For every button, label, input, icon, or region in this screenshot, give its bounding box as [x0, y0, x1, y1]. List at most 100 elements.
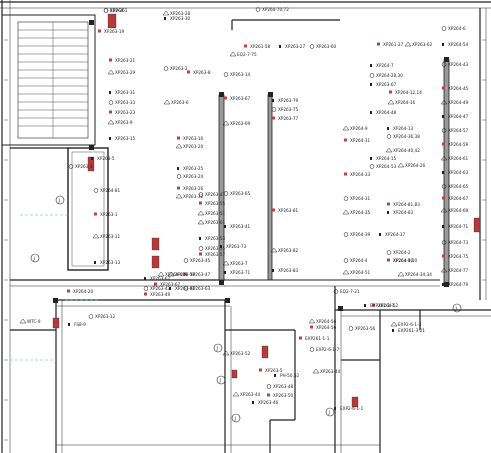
device-label: XP264-77	[448, 268, 469, 273]
junction-box-symbol	[177, 186, 180, 190]
receptacle-symbol	[198, 246, 204, 251]
switch-symbol	[370, 111, 372, 114]
data-outlet-symbol	[440, 99, 448, 105]
device-label: XP263-33	[115, 100, 136, 105]
data-outlet-symbol	[342, 125, 350, 131]
switch-symbol	[91, 157, 93, 160]
junction-box-symbol	[177, 136, 180, 140]
device-label: XP263-21	[115, 58, 136, 63]
junction-box-symbol	[67, 289, 70, 293]
callout-circle	[325, 407, 335, 417]
device-label: XP263-55	[205, 246, 226, 251]
device-label: XP263-44	[320, 369, 341, 374]
junction-box-symbol	[310, 325, 313, 329]
device-label: EXP261-1-1	[305, 336, 330, 341]
device-label: XP263-61	[205, 220, 226, 225]
device-label: XP263-51	[205, 211, 226, 216]
data-outlet-symbol	[232, 391, 240, 397]
receptacle-symbol	[441, 240, 447, 245]
callout-circle	[231, 413, 241, 423]
callout-circle	[213, 343, 223, 353]
device-label: XP261-27	[383, 42, 404, 47]
device-label: XP264-63	[448, 170, 469, 175]
device-label: XP263-47	[190, 272, 211, 277]
device-label: XP263-57	[205, 252, 226, 257]
device-label: XP264-47	[448, 114, 469, 119]
junction-box-symbol	[377, 42, 380, 46]
data-outlet-symbol	[308, 318, 316, 324]
device-label: XP264-45	[448, 86, 469, 91]
callout-label: J	[234, 416, 236, 422]
switch-symbol	[379, 233, 381, 236]
device-label: XP263-71	[230, 270, 251, 275]
device-label: EXP2-6-1-3	[398, 322, 422, 327]
junction-box-symbol	[184, 272, 187, 276]
switch-symbol	[392, 329, 394, 332]
data-outlet-symbol	[167, 271, 175, 277]
device-label: XP263-43	[150, 286, 171, 291]
switch-symbol	[144, 277, 146, 280]
device-label: XP263-49	[150, 292, 171, 297]
switch-symbol	[177, 167, 179, 170]
junction-box-symbol	[98, 29, 101, 33]
device-label: XP264-43	[448, 62, 469, 67]
data-outlet-symbol	[440, 267, 448, 273]
device-label: XP264-8,10	[393, 258, 418, 263]
data-outlet-symbol	[162, 10, 170, 16]
switch-symbol	[109, 91, 111, 94]
junction-box-symbol	[244, 44, 247, 48]
switch-symbol	[220, 245, 222, 248]
device-label: XP263-6	[171, 100, 189, 105]
junction-box-symbol	[154, 282, 157, 286]
data-outlet-symbol	[19, 318, 27, 324]
data-outlet-symbol	[157, 271, 165, 277]
receptacle-symbol	[369, 164, 375, 169]
switch-symbol	[224, 225, 226, 228]
wall-hatching	[4, 39, 486, 441]
device-label: XP264-56	[316, 325, 337, 330]
device-label: XP263-47	[205, 192, 226, 197]
device-label: XP263-15	[115, 136, 136, 141]
device-label: XP261-58	[250, 44, 271, 49]
data-outlet-symbol	[222, 350, 230, 356]
device-label: XP263-19	[104, 29, 125, 34]
device-label: XP263-12	[95, 314, 116, 319]
receptacle-symbol	[441, 62, 447, 67]
callout-circle	[55, 195, 65, 205]
device-label: XP263-5	[265, 368, 283, 373]
receptacle-symbol	[68, 164, 74, 169]
junction-box-symbol	[442, 196, 445, 200]
device-label: XP264-28,30	[376, 73, 403, 78]
device-label: XP263-79	[278, 98, 299, 103]
device-label: XP263-16	[183, 136, 204, 141]
callout-circle	[452, 303, 462, 313]
receptacle-symbol	[343, 232, 349, 237]
device-label: XP263-7	[230, 261, 248, 266]
junction-box-symbol	[387, 202, 390, 206]
device-label: XP264-9	[350, 126, 368, 131]
switch-symbol	[387, 211, 389, 214]
junction-box-symbol	[199, 252, 202, 256]
junction-box-symbol	[272, 116, 275, 120]
data-outlet-symbol	[397, 162, 405, 168]
device-label: XP263-67	[376, 82, 397, 87]
device-label: XP263-1	[100, 212, 118, 217]
device-label: XP263-75	[278, 107, 299, 112]
device-label: XP264-34,34	[405, 272, 432, 277]
device-label: XP264-81,83	[393, 202, 420, 207]
callout-label: J	[455, 306, 457, 312]
receptacle-symbol	[103, 8, 109, 13]
switch-symbol	[334, 407, 336, 410]
device-label: XP264-6	[448, 26, 466, 31]
receptacle-symbol	[198, 192, 204, 197]
data-outlet-symbol	[92, 233, 100, 239]
device-label: XP263-67	[230, 96, 251, 101]
receptacle-symbol	[309, 44, 315, 49]
switch-symbol	[370, 157, 372, 160]
data-outlet-symbol	[390, 321, 398, 327]
switch-symbol	[387, 127, 389, 130]
data-outlet-symbol	[440, 207, 448, 213]
device-label: XP263-69	[230, 121, 251, 126]
device-label: XP264-73	[448, 240, 469, 245]
data-outlet-symbol	[404, 41, 412, 47]
